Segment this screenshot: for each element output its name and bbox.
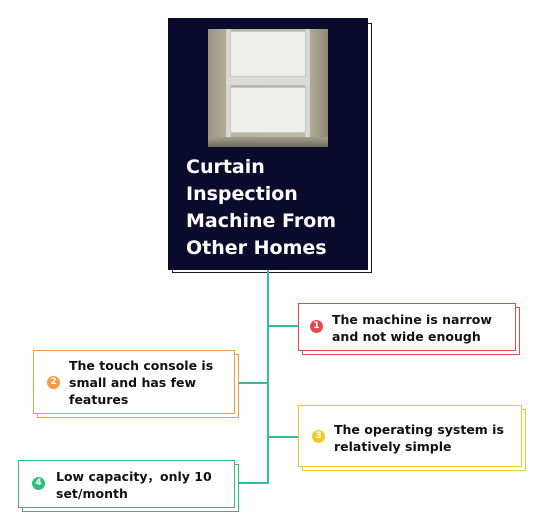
issue-text: Low capacity，only 10 set/month bbox=[56, 469, 212, 501]
connector-branch-3 bbox=[268, 436, 298, 438]
connector-trunk bbox=[267, 270, 269, 484]
issue-node-4: 4 Low capacity，only 10 set/month bbox=[18, 460, 239, 512]
issue-text: The operating system is relatively simpl… bbox=[334, 422, 504, 454]
connector-branch-1 bbox=[268, 325, 298, 327]
issue-node-3: 3 The operating system is relatively sim… bbox=[298, 405, 526, 471]
issue-number-badge: 3 bbox=[312, 430, 325, 443]
issue-number-badge: 1 bbox=[310, 320, 323, 333]
issue-text: The machine is narrow and not wide enoug… bbox=[332, 312, 492, 344]
issue-number-badge: 4 bbox=[32, 477, 45, 490]
connector-branch-2 bbox=[237, 382, 268, 384]
main-topic-title: Curtain Inspection Machine From Other Ho… bbox=[186, 156, 337, 259]
issue-text: The touch console is small and has few f… bbox=[69, 358, 214, 407]
issue-node-2: 2 The touch console is small and has few… bbox=[33, 350, 239, 418]
issue-node-1: 1 The machine is narrow and not wide eno… bbox=[298, 303, 520, 355]
connector-branch-4 bbox=[237, 482, 268, 484]
issue-number-badge: 2 bbox=[47, 376, 60, 389]
machine-photo bbox=[208, 29, 328, 147]
main-topic-card: Curtain Inspection Machine From Other Ho… bbox=[168, 18, 368, 270]
